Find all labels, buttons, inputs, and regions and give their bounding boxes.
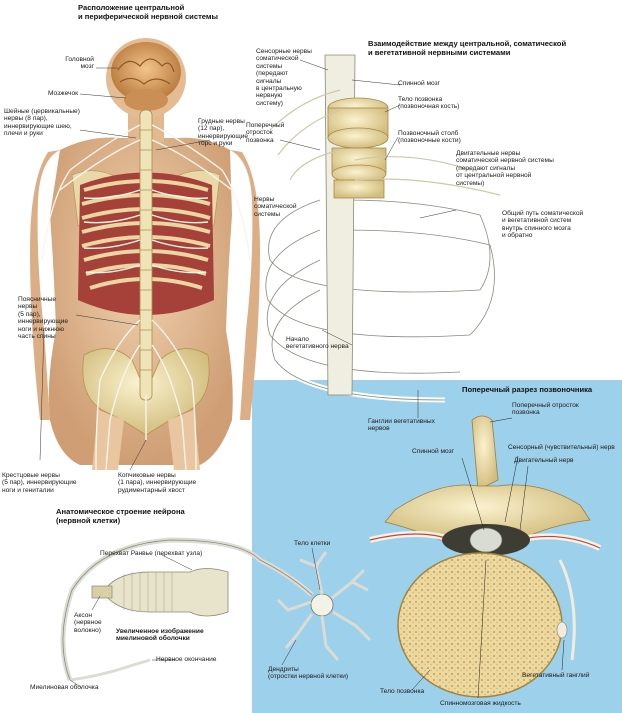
label-section-body: Тело позвонка: [380, 688, 425, 695]
label-transverse-process: Поперечный отросток позвонка: [246, 122, 285, 144]
label-nerve-terminal: Нервное окончание: [156, 656, 217, 663]
label-sensory-nerves: Сенсорные нервы соматической системы (пе…: [256, 48, 312, 107]
label-spinal-cord: Спинной мозг: [398, 80, 441, 87]
peripheral-nerves: [41, 124, 251, 471]
human-back-figure: [30, 38, 260, 471]
body-panel-title: Расположение центральной и периферическо…: [78, 3, 219, 21]
label-brain: Головной мозг: [65, 56, 94, 71]
label-ganglia: Ганглии вегетативных нервов: [368, 418, 435, 433]
label-cerebellum: Мозжечок: [47, 90, 78, 97]
label-dendrites: Дендриты (отростки нервной клетки): [268, 666, 349, 681]
vertebra-cross-section: [369, 415, 602, 698]
spinal-leader-lines: [279, 59, 457, 418]
neuron-panel-title: Анатомическое строение нейрона (нервной …: [56, 507, 185, 525]
neuron-leader-lines: [69, 547, 321, 689]
spinal-cord-section: [469, 527, 503, 553]
label-lumbar-nerves: Поясничные нервы (5 пар), иннервирующие …: [18, 296, 69, 341]
label-vertebral-column: Позвоночный столб (позвоночные кости): [398, 130, 461, 145]
label-section-csf: Спинномозговая жидкость: [440, 700, 521, 707]
spinal-cord-illustration: [263, 54, 501, 403]
label-vertebra-body: Тело позвонка (позвоночная кость): [398, 96, 460, 111]
body-leader-lines: [39, 67, 211, 471]
neuron-illustration: [60, 537, 372, 682]
section-leader-lines: [411, 417, 565, 699]
label-sacral-nerves: Крестцовые нервы (5 пар), иннервирующие …: [2, 472, 77, 494]
label-vegetative-start: Начало вегетативного нерва: [286, 336, 349, 351]
spine: [139, 109, 153, 401]
brain: [111, 42, 181, 102]
label-somatic-nerves: Нервы соматической системы: [254, 196, 297, 218]
label-cervical-nerves: Шейные (цервикальные) нервы (8 пар), инн…: [4, 108, 80, 138]
label-section-transverse: Поперечный отросток позвонка: [512, 402, 579, 417]
label-thoracic-nerves: Грудные нервы (12 пар), иннервирующие то…: [198, 118, 249, 148]
cerebellum: [124, 89, 168, 111]
label-section-cord: Спинной мозг: [412, 448, 455, 455]
spinal-panel-title: Взаимодействие между центральной, сомати…: [368, 39, 567, 57]
section-panel-title: Поперечный разрез позвоночника: [462, 385, 593, 394]
label-cell-body: Тело клетки: [294, 540, 331, 547]
label-common-path: Общий путь соматической и вегетативной с…: [502, 210, 584, 240]
label-section-sensory: Сенсорный (чувствительный) нерв: [508, 444, 615, 451]
label-section-ganglion: Вегетативный ганглий: [522, 672, 590, 679]
label-axon: Аксон (нервное волокно): [74, 612, 102, 634]
label-motor-nerves: Двигательные нервы соматической нервной …: [456, 150, 554, 187]
label-myelin-sheath: Миелиновая оболочка: [30, 684, 99, 691]
label-ranvier-node: Перехват Ранвье (перехват узла): [100, 550, 203, 557]
label-myelin-zoom: Увеличенное изображение миелиновой оболо…: [116, 628, 204, 643]
neuron-cell-body: [310, 593, 334, 617]
label-section-motor: Двигательный нерв: [514, 457, 574, 464]
label-coccygeal-nerves: Копчиковые нервы (1 пара), иннервирующие…: [118, 472, 197, 494]
